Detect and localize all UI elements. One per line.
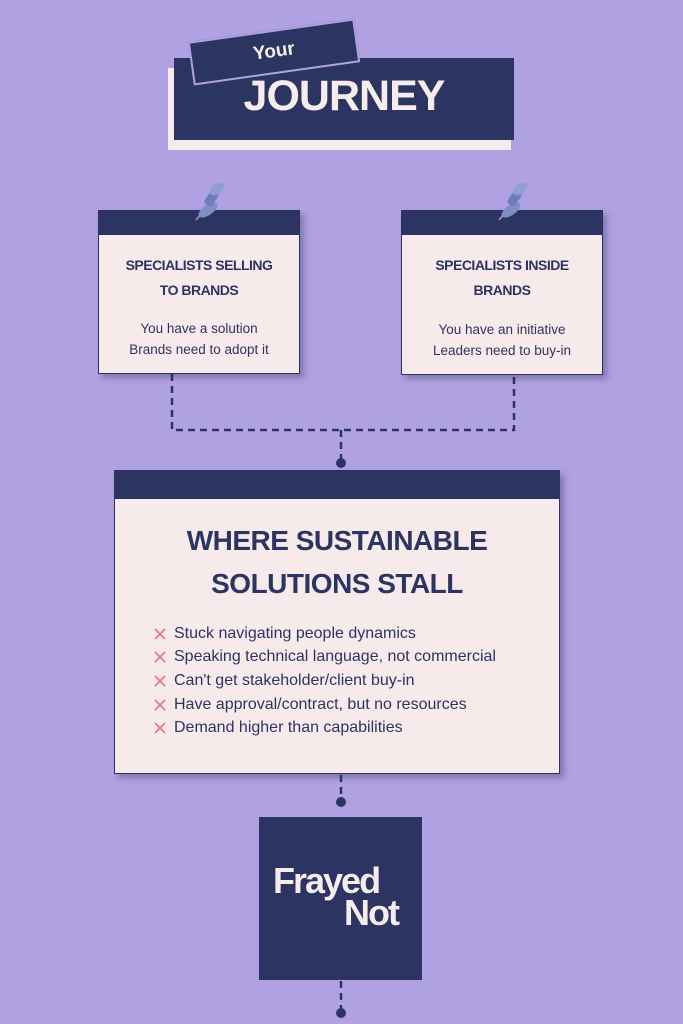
logo-text-line1: Frayed [273, 860, 381, 901]
list-item: Demand higher than capabilities [154, 716, 496, 740]
card-inside-brands: SPECIALISTS INSIDE BRANDS You have an in… [401, 210, 603, 375]
x-mark-icon [154, 675, 166, 687]
x-mark-icon [154, 699, 166, 711]
list-item: Have approval/contract, but no resources [154, 693, 496, 717]
card-where-solutions-stall: WHERE SUSTAINABLE SOLUTIONS STALL [114, 470, 560, 774]
stall-title-line1: WHERE SUSTAINABLE [186, 525, 488, 556]
card-selling-to-brands: SPECIALISTS SELLING TO BRANDS You have a… [98, 210, 300, 374]
card-title-line1: SPECIALISTS SELLING [125, 257, 273, 273]
page-title: JOURNEY [243, 72, 446, 120]
card-title-line2: BRANDS [473, 282, 531, 298]
card-text-line2: Leaders need to buy-in [432, 343, 572, 358]
list-item-text: Stuck navigating people dynamics [174, 624, 416, 642]
list-item-text: Speaking technical language, not commerc… [174, 648, 496, 666]
x-mark-icon [154, 628, 166, 640]
push-pin-icon [195, 182, 225, 221]
list-item-text: Demand higher than capabilities [174, 719, 403, 737]
card-title-line1: SPECIALISTS INSIDE [435, 257, 569, 273]
card-header-bar [115, 471, 559, 499]
stall-title-line2: SOLUTIONS STALL [211, 568, 463, 599]
logo-text-line2: Not [344, 892, 400, 933]
list-item: Can't get stakeholder/client buy-in [154, 669, 496, 693]
card-text-line1: You have an initiative [438, 322, 566, 337]
push-pin-icon [498, 182, 528, 221]
list-item: Stuck navigating people dynamics [154, 622, 496, 646]
list-item-text: Have approval/contract, but no resources [174, 695, 467, 713]
x-mark-icon [154, 651, 166, 663]
card-text-line2: Brands need to adopt it [129, 342, 269, 357]
card-title-line2: TO BRANDS [159, 282, 239, 298]
x-mark-icon [154, 722, 166, 734]
stall-list: Stuck navigating people dynamics Speakin… [154, 622, 496, 740]
list-item-text: Can't get stakeholder/client buy-in [174, 671, 415, 689]
frayed-not-logo: Frayed Not [259, 817, 422, 980]
card-text-line1: You have a solution [140, 321, 258, 336]
list-item: Speaking technical language, not commerc… [154, 646, 496, 670]
